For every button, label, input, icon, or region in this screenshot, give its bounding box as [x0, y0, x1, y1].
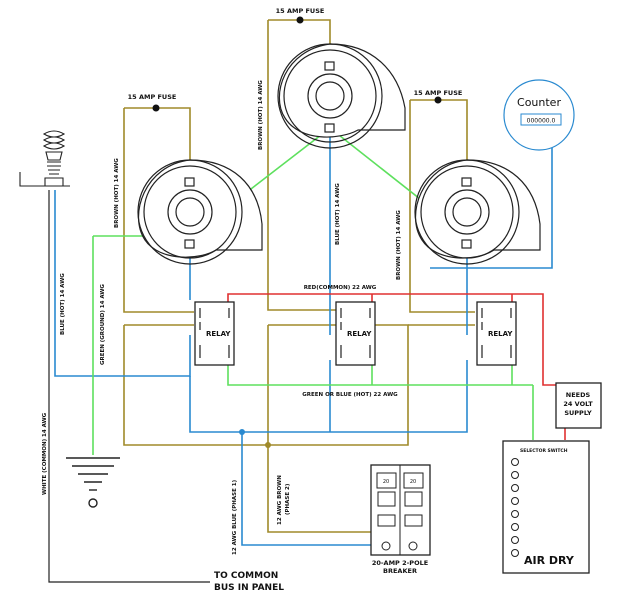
counter-title: Counter: [517, 96, 561, 109]
relay-right: RELAY: [476, 301, 517, 366]
relay-right-label: RELAY: [488, 330, 513, 338]
breaker-caption-2: BREAKER: [383, 567, 417, 575]
brown-left-label: BROWN (HOT) 14 AWG: [114, 158, 120, 228]
white-common-label: WHITE (COMMON) 14 AWG: [42, 412, 48, 495]
fuse-label-top: 15 AMP FUSE: [276, 7, 325, 15]
blower-right-top-terminal: [461, 177, 472, 187]
fuse-label-left: 15 AMP FUSE: [128, 93, 177, 101]
fuse-dot-right: [434, 96, 442, 104]
relay-left: RELAY: [194, 301, 235, 366]
selector-switch-label: SELECTOR SWITCH: [520, 448, 568, 454]
breaker-mark-1: 20: [383, 479, 389, 485]
blower-left-top-terminal: [184, 177, 195, 187]
ground-symbol: [66, 457, 120, 508]
junction-brown: [265, 442, 271, 448]
supply-line-1: NEEDS: [566, 391, 591, 399]
supply-line-3: SUPPLY: [564, 409, 592, 417]
blower-right-bottom-terminal: [461, 239, 472, 249]
brown-phase2-label-2: (PHASE 2): [285, 483, 291, 515]
counter-display: [520, 113, 562, 126]
counter-value: 000000.0: [527, 118, 556, 125]
selector-switch: SELECTOR SWITCH AIR DRY: [502, 440, 590, 574]
blower-center-top-terminal: [324, 61, 335, 71]
blue-center-label: BLUE (HOT) 14 AWG: [335, 183, 341, 245]
breaker-mark-2: 20: [410, 479, 416, 485]
blue-phase1-label: 12 AWG BLUE (PHASE 1): [232, 479, 238, 555]
red-common-label: RED(COMMON) 22 AWG: [304, 285, 377, 291]
blue-wires: [54, 130, 553, 546]
blower-left-bottom-terminal: [184, 239, 195, 249]
green-ground-label: GREEN (GROUND) 14 AWG: [100, 284, 106, 365]
common-bus-line-1: TO COMMON: [214, 571, 278, 581]
supply-line-2: 24 VOLT: [563, 400, 593, 408]
green-or-blue-label: GREEN OR BLUE (HOT) 22 AWG: [302, 392, 398, 398]
brown-phase2-label-1: 12 AWG BROWN: [277, 475, 283, 525]
breaker: 20 20 20-AMP 2-POLE BREAKER: [370, 464, 431, 575]
blower-left: [137, 159, 263, 265]
relay-center: RELAY: [335, 301, 376, 366]
blower-center-bottom-terminal: [324, 123, 335, 133]
blower-center: [277, 43, 406, 149]
common-bus-line-2: BUS IN PANEL: [214, 583, 284, 593]
white-common-wire: [48, 190, 210, 583]
fuse-dots: [152, 16, 442, 112]
fuse-dot-top: [296, 16, 304, 24]
brown-right-label: BROWN (HOT) 14 AWG: [396, 210, 402, 280]
blue-left-label: BLUE (HOT) 14 AWG: [60, 273, 66, 335]
blower-right: [414, 159, 541, 265]
lamp-icon: [19, 130, 70, 187]
fuse-label-right: 15 AMP FUSE: [414, 89, 463, 97]
relay-left-label: RELAY: [206, 330, 231, 338]
fuse-dot-left: [152, 104, 160, 112]
power-supply-24v: NEEDS 24 VOLT SUPPLY: [555, 382, 602, 429]
relay-center-label: RELAY: [347, 330, 372, 338]
brown-center-label: BROWN (HOT) 14 AWG: [258, 80, 264, 150]
air-dry-label: AIR DRY: [524, 554, 575, 567]
junction-blue: [239, 429, 245, 435]
counter: Counter 000000.0: [503, 79, 575, 151]
breaker-caption-1: 20-AMP 2-POLE: [372, 559, 428, 567]
